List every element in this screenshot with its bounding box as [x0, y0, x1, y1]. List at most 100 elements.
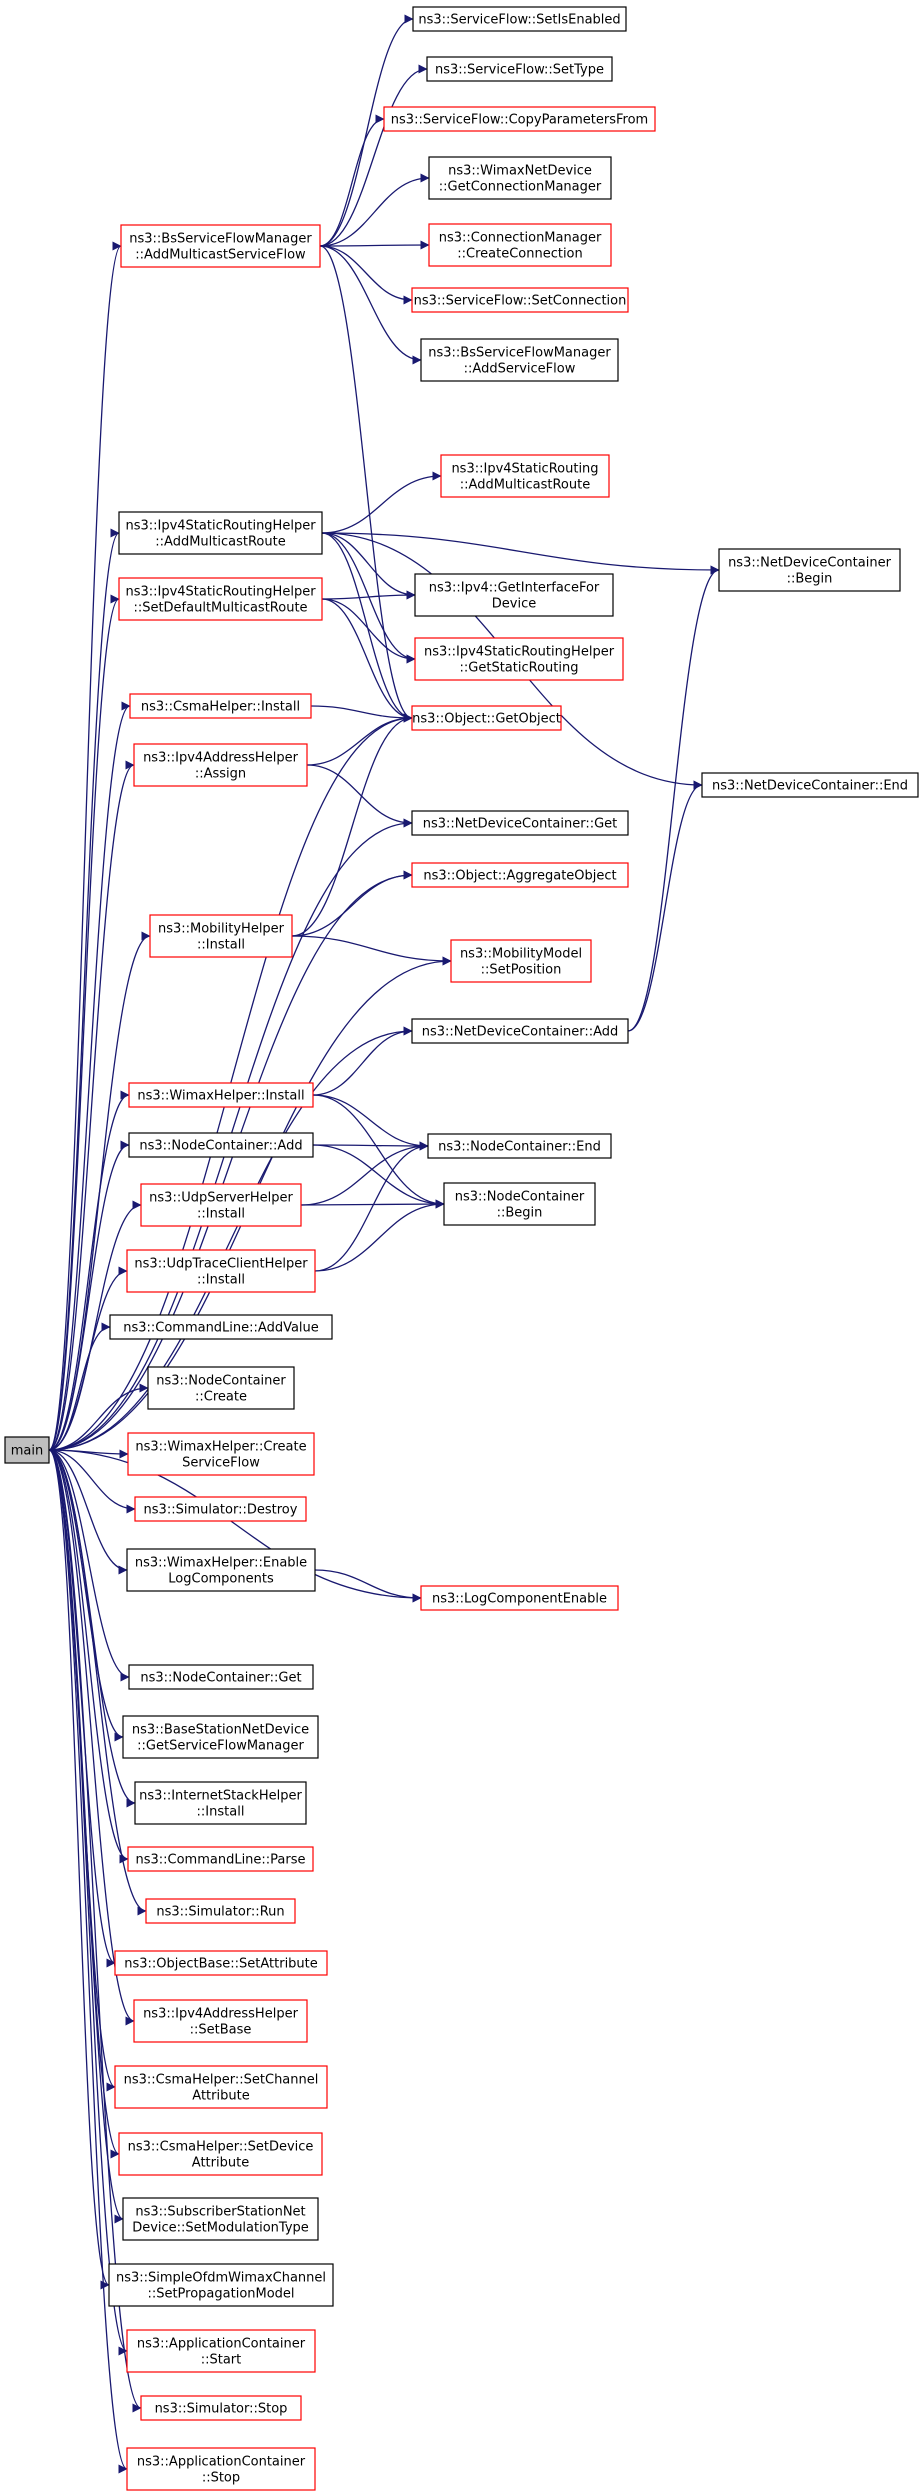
node-sofdm_setprop[interactable]: ns3::SimpleOfdmWimaxChannel::SetPropagat… [108, 2263, 334, 2307]
node-cmd_addvalue[interactable]: ns3::CommandLine::AddValue [109, 1314, 333, 1340]
node-nc_end[interactable]: ns3::NodeContainer::End [427, 1133, 612, 1159]
node-objbase_setattr[interactable]: ns3::ObjectBase::SetAttribute [114, 1950, 328, 1976]
node-app_start[interactable]: ns3::ApplicationContainer::Start [126, 2329, 316, 2373]
node-ipv4srh_addmcroute[interactable]: ns3::Ipv4StaticRoutingHelper::AddMultica… [118, 511, 323, 555]
node-ndc_begin[interactable]: ns3::NetDeviceContainer::Begin [718, 548, 901, 592]
node-ndc_end[interactable]: ns3::NetDeviceContainer::End [701, 772, 919, 798]
node-ipv4addr_setbase[interactable]: ns3::Ipv4AddressHelper::SetBase [133, 1999, 308, 2043]
edge-main-to-ssnd_setmod [48, 1449, 124, 2224]
node-box [4, 1436, 50, 1464]
edge-main-to-app_stop [48, 1449, 128, 2474]
node-box [134, 1781, 307, 1825]
edge-main-to-csma_install [48, 701, 131, 1451]
node-label: ns3::Ipv4AddressHelper [143, 2007, 299, 2022]
node-label: ns3::BaseStationNetDevice [132, 1723, 309, 1738]
node-label: ::Start [201, 2353, 242, 2368]
node-mobmodel_setpos[interactable]: ns3::MobilityModel::SetPosition [450, 939, 592, 983]
node-box [149, 914, 293, 958]
edge-nc_add-to-nc_begin [312, 1144, 445, 1209]
node-ssnd_setmod[interactable]: ns3::SubscriberStationNetDevice::SetModu… [122, 2197, 319, 2241]
node-ndc_get[interactable]: ns3::NetDeviceContainer::Get [411, 810, 629, 836]
node-nc_create[interactable]: ns3::NodeContainer::Create [147, 1366, 295, 1410]
node-box [443, 1182, 596, 1226]
node-box [133, 743, 308, 787]
node-label: ns3::Ipv4StaticRoutingHelper [424, 645, 615, 660]
node-label: ServiceFlow [182, 1456, 260, 1471]
edge-ipv4srh_addmcroute-to-ipv4sr_addmcroute [321, 471, 442, 534]
node-label: ns3::ServiceFlow::SetType [435, 63, 604, 78]
node-nc_get[interactable]: ns3::NodeContainer::Get [128, 1664, 314, 1690]
node-label: ns3::Object::GetObject [412, 712, 561, 727]
node-udptrace_install[interactable]: ns3::UdpTraceClientHelper::Install [126, 1249, 316, 1293]
node-label: ns3::LogComponentEnable [432, 1592, 607, 1607]
node-sf_setconn[interactable]: ns3::ServiceFlow::SetConnection [411, 287, 629, 313]
node-ipv4sr_addmcroute[interactable]: ns3::Ipv4StaticRouting::AddMulticastRout… [440, 454, 610, 498]
edge-wimax_install-to-nc_end [312, 1094, 429, 1151]
node-label: Device::SetModulationType [132, 2221, 309, 2236]
node-box [411, 1018, 629, 1044]
node-logcomp_enable[interactable]: ns3::LogComponentEnable [420, 1585, 619, 1611]
node-ndc_add[interactable]: ns3::NetDeviceContainer::Add [411, 1018, 629, 1044]
node-label: ns3::NetDeviceContainer::End [712, 779, 908, 794]
node-bsnd_getsfm[interactable]: ns3::BaseStationNetDevice::GetServiceFlo… [122, 1715, 319, 1759]
node-main[interactable]: main [4, 1436, 50, 1464]
node-label: ::AddMulticastServiceFlow [135, 248, 306, 263]
node-box [126, 2447, 316, 2491]
node-sf_settype[interactable]: ns3::ServiceFlow::SetType [426, 56, 613, 82]
node-obj_aggregate[interactable]: ns3::Object::AggregateObject [411, 862, 629, 888]
node-nc_begin[interactable]: ns3::NodeContainer::Begin [443, 1182, 596, 1226]
node-connmgr_create[interactable]: ns3::ConnectionManager::CreateConnection [428, 223, 612, 267]
node-wimax_getconn[interactable]: ns3::WimaxNetDevice::GetConnectionManage… [428, 156, 612, 200]
node-udpserver_install[interactable]: ns3::UdpServerHelper::Install [140, 1183, 302, 1227]
edge-main-to-ndc_add [48, 1026, 413, 1451]
node-box [114, 2065, 328, 2109]
node-sf_isenabled[interactable]: ns3::ServiceFlow::SetIsEnabled [412, 6, 627, 32]
node-box [126, 1548, 316, 1592]
node-box [427, 1133, 612, 1159]
node-csma_install[interactable]: ns3::CsmaHelper::Install [129, 693, 312, 719]
node-sim_stop[interactable]: ns3::Simulator::Stop [140, 2395, 302, 2421]
edge-main-to-app_start [48, 1449, 128, 2356]
edge-ipv4srh_addmcroute-to-ipv4srh_getstatic [321, 532, 416, 664]
edge-ipv4srh_setdefault-to-ipv4srh_getstatic [321, 598, 416, 664]
node-nc_add[interactable]: ns3::NodeContainer::Add [128, 1132, 314, 1158]
node-mob_install[interactable]: ns3::MobilityHelper::Install [149, 914, 293, 958]
node-label: ns3::NodeContainer [156, 1374, 286, 1389]
edge-bsfm_addmc-to-sf_copy [319, 114, 385, 247]
node-box [383, 106, 656, 132]
node-box [128, 1132, 314, 1158]
node-label: ns3::InternetStackHelper [139, 1789, 302, 1804]
node-cmd_parse[interactable]: ns3::CommandLine::Parse [127, 1846, 314, 1872]
node-label: ::SetPosition [481, 963, 562, 978]
edge-udpserver_install-to-nc_begin [300, 1199, 445, 1209]
node-obj_getobject[interactable]: ns3::Object::GetObject [411, 705, 562, 731]
node-label: ns3::Simulator::Stop [155, 2402, 288, 2417]
node-sf_copy[interactable]: ns3::ServiceFlow::CopyParametersFrom [383, 106, 656, 132]
node-label: ns3::Simulator::Destroy [144, 1503, 298, 1518]
node-label: ns3::ApplicationContainer [137, 2337, 306, 2352]
node-ipv4srh_getstatic[interactable]: ns3::Ipv4StaticRoutingHelper::GetStaticR… [414, 637, 624, 681]
node-wimax_install[interactable]: ns3::WimaxHelper::Install [128, 1082, 314, 1108]
node-app_stop[interactable]: ns3::ApplicationContainer::Stop [126, 2447, 316, 2491]
edge-ipv4srh_addmcroute-to-ipv4_getif [321, 532, 416, 600]
node-bsfm_addmc[interactable]: ns3::BsServiceFlowManager::AddMulticastS… [120, 224, 321, 268]
node-label: ns3::SubscriberStationNet [135, 2205, 305, 2220]
node-ish_install[interactable]: ns3::InternetStackHelper::Install [134, 1781, 307, 1825]
node-sim_destroy[interactable]: ns3::Simulator::Destroy [134, 1496, 307, 1522]
node-box [701, 772, 919, 798]
node-label: ::Install [197, 1207, 245, 1222]
node-box [128, 1664, 314, 1690]
node-bsfm_addsf[interactable]: ns3::BsServiceFlowManager::AddServiceFlo… [420, 338, 619, 382]
node-label: ns3::UdpTraceClientHelper [134, 1257, 308, 1272]
node-label: ::SetDefaultMulticastRoute [133, 601, 307, 616]
node-ipv4srh_setdefault[interactable]: ns3::Ipv4StaticRoutingHelper::SetDefault… [118, 577, 323, 621]
node-ipv4addr_assign[interactable]: ns3::Ipv4AddressHelper::Assign [133, 743, 308, 787]
node-sim_run[interactable]: ns3::Simulator::Run [145, 1898, 296, 1924]
node-label: ns3::BsServiceFlowManager [428, 346, 611, 361]
node-box [140, 1183, 302, 1227]
